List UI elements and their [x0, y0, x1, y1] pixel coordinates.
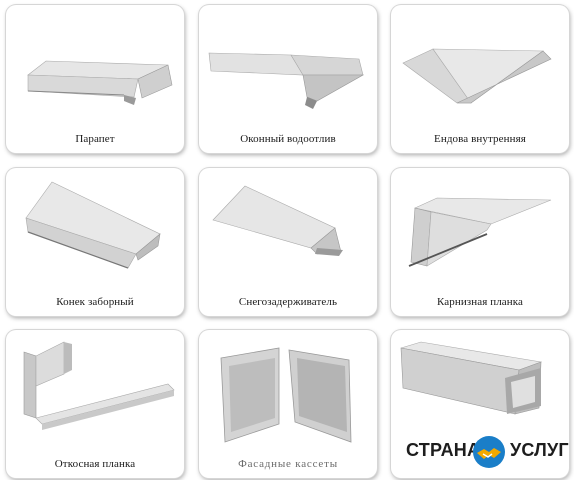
fence-ridge-illustration — [25, 181, 161, 269]
product-card-parapet[interactable]: Парапет — [6, 5, 184, 153]
watermark-right-text: УСЛУГ — [510, 440, 569, 460]
valley-illustration — [402, 48, 552, 104]
snow-guard-illustration — [212, 185, 343, 256]
product-card-valley[interactable]: Ендова внутренняя — [391, 5, 569, 153]
duct-box-illustration — [400, 341, 543, 415]
product-caption: Ендова внутренняя — [434, 133, 526, 145]
product-caption: Конек заборный — [56, 296, 134, 308]
product-caption: Оконный водоотлив — [240, 133, 336, 145]
parapet-illustration — [27, 60, 173, 105]
product-card-snow-guard[interactable]: Снегозадерживатель — [199, 168, 377, 316]
product-card-slope-strip[interactable]: Откосная планка — [6, 330, 184, 478]
product-card-window-sill[interactable]: Оконный водоотлив — [199, 5, 377, 153]
strana-uslug-watermark: СТРАНА УСЛУГ — [406, 436, 569, 468]
product-caption: Фасадные кассеты — [238, 458, 338, 470]
eaves-strip-illustration — [408, 197, 552, 267]
handshake-icon — [473, 436, 505, 468]
product-caption: Снегозадерживатель — [238, 296, 338, 308]
product-caption: Карнизная планка — [436, 296, 524, 308]
slope-strip-illustration — [23, 341, 175, 430]
product-card-duct-box[interactable] — [391, 330, 569, 478]
watermark-left-text: СТРАНА — [406, 440, 481, 460]
product-caption: Парапет — [75, 133, 115, 145]
product-caption: Откосная планка — [54, 458, 136, 470]
product-card-eaves-strip[interactable]: Карнизная планка — [391, 168, 569, 316]
product-card-fence-ridge[interactable]: Конек заборный — [6, 168, 184, 316]
facade-cassettes-illustration — [220, 347, 352, 443]
product-card-facade-cassettes[interactable]: Фасадные кассеты — [199, 330, 377, 478]
window-sill-illustration — [208, 52, 365, 109]
